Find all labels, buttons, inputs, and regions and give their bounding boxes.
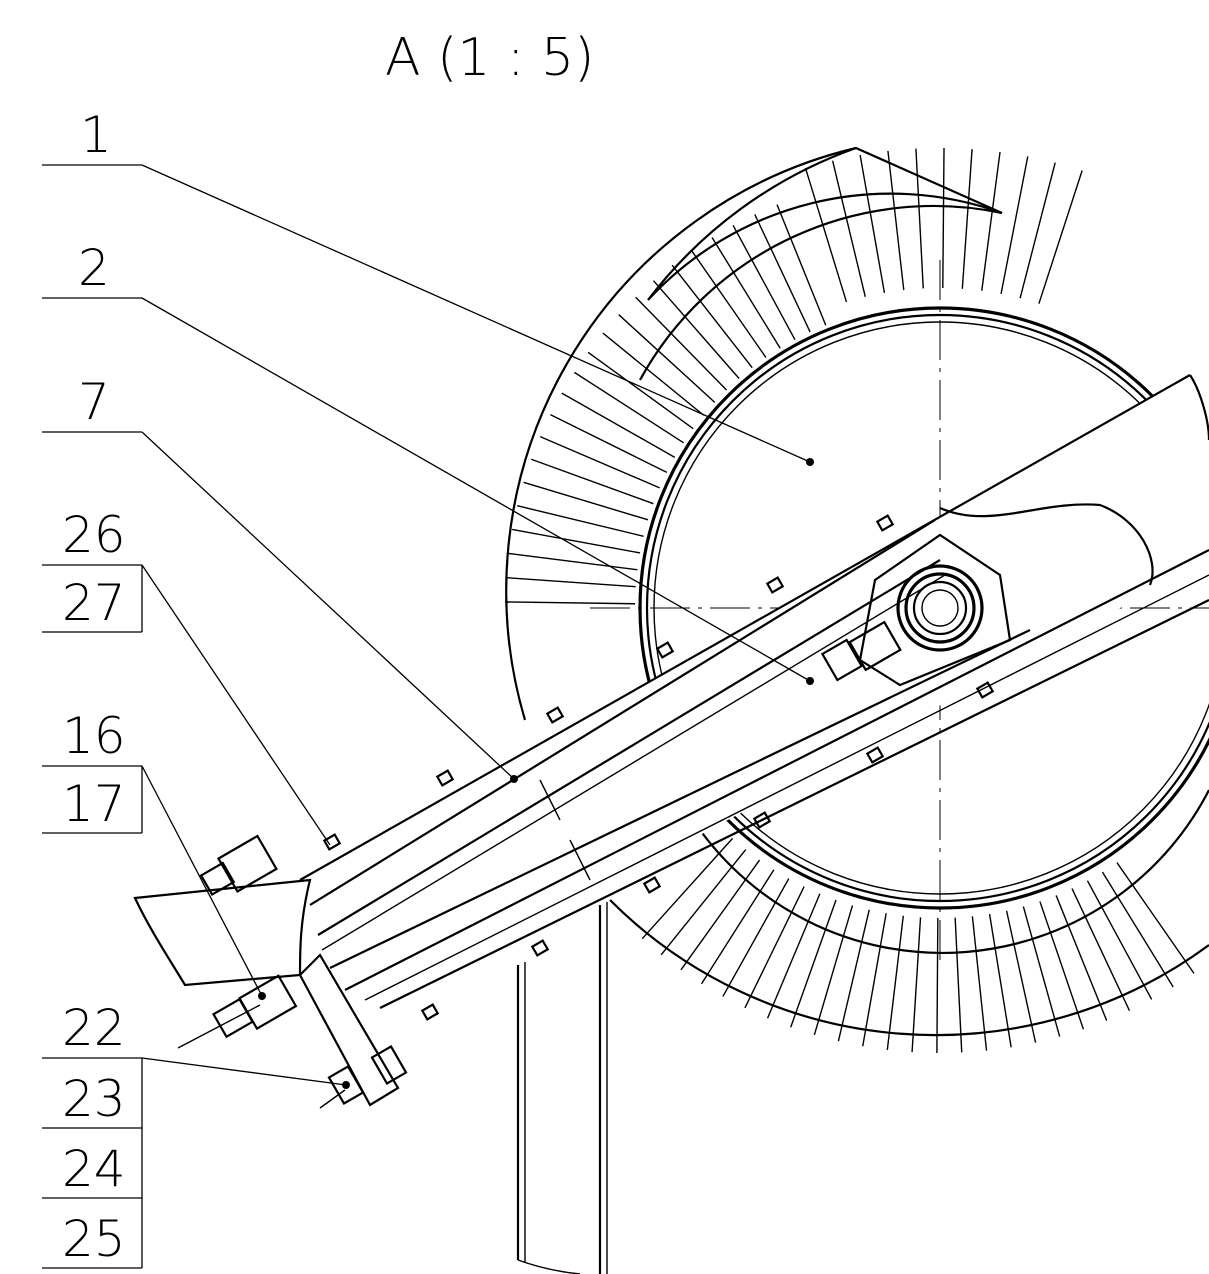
ring-segment-line xyxy=(1000,156,1029,295)
ring-segment-line xyxy=(652,280,740,379)
bolt xyxy=(530,939,550,957)
ring-segment-line xyxy=(587,351,694,430)
callout-labels: 1 2 7 26 27 16 17 22 23 24 25 xyxy=(62,106,126,1268)
ring-segment-line xyxy=(988,913,1012,1048)
ring-segment-lines xyxy=(505,148,1195,1053)
ring-segment-line xyxy=(911,917,922,1053)
ring-segment-line xyxy=(813,905,854,1036)
ring-segment-line xyxy=(691,250,767,358)
ring-segment-line xyxy=(550,413,668,474)
ring-segment-line xyxy=(936,917,939,1053)
ring-segment-line xyxy=(711,237,781,349)
ring-segment-line xyxy=(971,916,988,1051)
ring-segment-line xyxy=(886,915,904,1050)
ring-segment-line xyxy=(508,552,638,571)
ring-segment-line xyxy=(523,481,649,521)
ring-segment-line xyxy=(1022,906,1061,1037)
bolt xyxy=(875,514,895,532)
bolt xyxy=(975,681,995,699)
ring-segment-line xyxy=(1086,880,1153,1000)
ring-segment-line xyxy=(831,160,866,298)
ring-segment-line xyxy=(1101,871,1174,988)
ring-segment-line xyxy=(1116,862,1195,974)
ring-segment-line xyxy=(1019,162,1056,299)
ring-segment-line xyxy=(722,878,790,997)
callout-23: 23 xyxy=(62,1070,126,1128)
ring-segment-line xyxy=(837,909,870,1042)
ring-segment-line xyxy=(1039,901,1085,1030)
arm-bolts xyxy=(322,514,995,1021)
ring-segment-line xyxy=(539,435,660,489)
callout-7: 7 xyxy=(78,373,110,431)
bolt xyxy=(655,641,675,659)
bolt xyxy=(545,706,565,724)
bolt xyxy=(765,576,785,594)
ring-segment-line xyxy=(1005,910,1037,1043)
ring-segment-line xyxy=(887,150,905,291)
callout-27: 27 xyxy=(62,574,126,632)
ring-segment-line xyxy=(512,528,641,554)
ring-segment-line xyxy=(530,458,654,505)
ring-segment-line xyxy=(776,204,827,326)
callout-1: 1 xyxy=(80,106,112,164)
callout-26: 26 xyxy=(62,506,126,564)
bolt xyxy=(752,811,772,829)
ring-segment-line xyxy=(859,154,886,293)
end-bracket xyxy=(133,834,408,1109)
ring-segment-line xyxy=(766,893,821,1019)
ring-segment-line xyxy=(744,886,805,1009)
callout-25: 25 xyxy=(62,1210,126,1268)
ring-segment-line xyxy=(961,149,973,289)
bearing-housing xyxy=(820,533,1012,687)
ring-segment-line xyxy=(804,167,848,303)
bolt xyxy=(322,833,342,851)
ring-segment-line xyxy=(671,264,753,369)
ring-segment-line xyxy=(618,314,716,403)
ring-segment-line xyxy=(517,505,644,537)
callout-22: 22 xyxy=(62,999,126,1057)
view-title: A (1 : 5) xyxy=(385,28,594,88)
ring-segment-line xyxy=(754,214,811,333)
bolt xyxy=(420,1003,440,1021)
ring-segment-line xyxy=(862,913,887,1047)
ring-segment-line xyxy=(1055,895,1108,1021)
ring-segment-line xyxy=(954,917,963,1053)
ring-segment-line xyxy=(680,859,761,971)
ring-segment-line xyxy=(981,151,1001,291)
bolt xyxy=(865,746,885,764)
ring-segment-line xyxy=(1038,170,1083,304)
ring-segment-line xyxy=(602,332,705,416)
segmented-ring xyxy=(505,146,1209,1053)
bolt xyxy=(435,769,455,787)
ring-segment-line xyxy=(732,225,796,341)
ring-segment-line xyxy=(942,148,945,289)
leader-lines xyxy=(42,164,814,1269)
ring-segment-line xyxy=(561,392,676,458)
support-post xyxy=(516,902,608,1274)
ring-segment-line xyxy=(506,576,636,588)
ring-segment-line xyxy=(660,849,747,956)
ring-segment-line xyxy=(790,899,837,1028)
ring-segment-line xyxy=(505,601,636,605)
callout-16: 16 xyxy=(62,707,126,765)
callout-17: 17 xyxy=(62,775,126,833)
ring-segment-line xyxy=(635,296,728,391)
ring-segment-line xyxy=(1071,888,1131,1011)
callout-2: 2 xyxy=(78,239,110,297)
callout-24: 24 xyxy=(62,1140,126,1198)
ring-segment-line xyxy=(700,869,775,985)
bolt xyxy=(642,876,662,894)
ring-segment-line xyxy=(915,148,924,289)
ring-segment-line xyxy=(641,837,734,940)
inclined-arm xyxy=(299,374,1209,1021)
ring-segment-line xyxy=(573,371,685,444)
